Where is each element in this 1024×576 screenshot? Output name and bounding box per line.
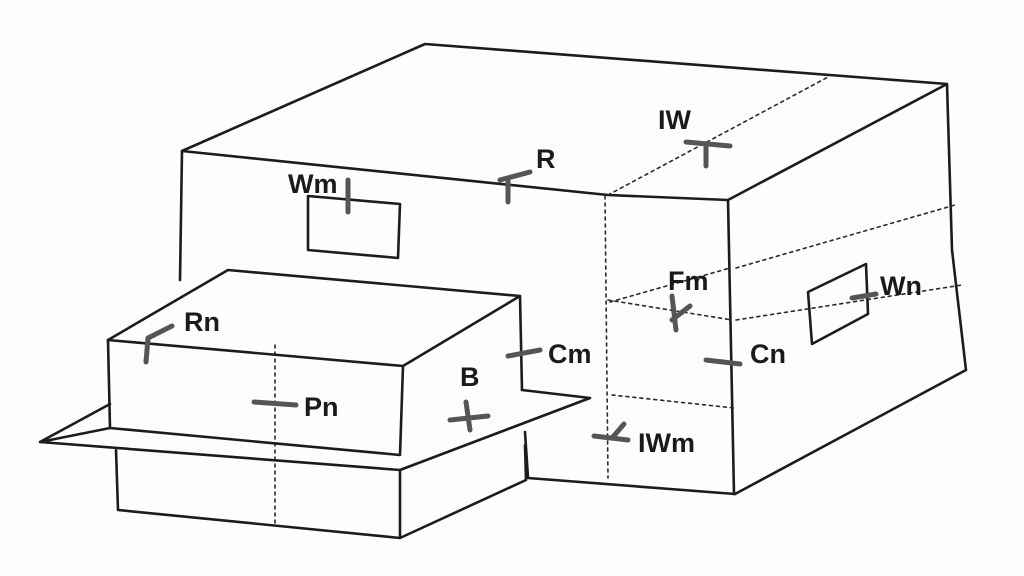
- main-front-corner: [726, 198, 736, 496]
- label-cm: Cm: [548, 339, 592, 369]
- marker-b: [447, 399, 491, 433]
- floor-line-right-lower: [735, 284, 963, 321]
- main-front-face-left: [178, 149, 184, 282]
- main-block: [178, 42, 968, 496]
- interior-wall-roof-line: [607, 75, 831, 196]
- ceiling-line-lower: [611, 394, 735, 409]
- labels: IW R Wm Fm Wn Rn Cm Cn B Pn IWm: [184, 105, 922, 458]
- front-block-top: [106, 268, 522, 368]
- marker-rn: [143, 323, 175, 365]
- label-b: B: [460, 362, 480, 392]
- main-right-face: [733, 82, 968, 496]
- label-pn: Pn: [304, 392, 339, 422]
- interior-lines: [274, 75, 963, 526]
- marker-wn: [849, 291, 879, 301]
- floor-line-right: [735, 204, 956, 269]
- marker-cn: [703, 357, 743, 367]
- floor-line-front: [607, 299, 733, 321]
- label-wm: Wm: [288, 169, 338, 199]
- marker-fm: [669, 293, 693, 333]
- marker-pn: [251, 399, 299, 408]
- label-iw: IW: [658, 105, 692, 135]
- marker-cm: [505, 347, 543, 359]
- main-roof-outline: [180, 42, 949, 202]
- label-fm: Fm: [668, 266, 709, 296]
- label-cn: Cn: [750, 339, 786, 369]
- marker-iwm: [591, 421, 631, 443]
- label-r: R: [536, 144, 556, 174]
- marker-r: [497, 169, 533, 205]
- front-block: [38, 268, 592, 540]
- label-wn: Wn: [880, 271, 922, 301]
- label-iwm: IWm: [638, 428, 695, 458]
- front-block-front: [106, 338, 405, 457]
- window-wn: [806, 262, 870, 346]
- window-wm: [306, 194, 402, 260]
- label-rn: Rn: [184, 307, 220, 337]
- markers: [143, 139, 879, 443]
- floor-line-back: [609, 267, 731, 303]
- front-block-side: [518, 294, 524, 392]
- base-block: [114, 443, 528, 540]
- marker-iw: [683, 139, 733, 169]
- interior-wall-vertical: [604, 195, 609, 479]
